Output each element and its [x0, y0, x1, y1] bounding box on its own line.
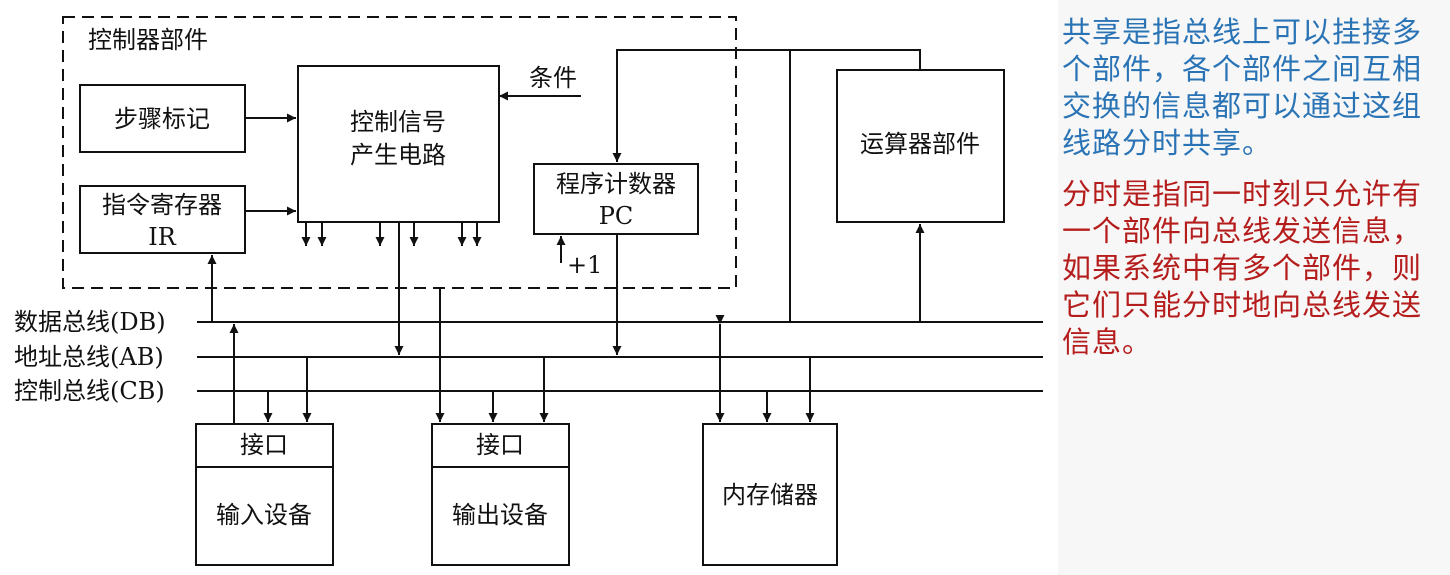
- time-sharing-explanation: 分时是指同一时刻只允许有一个部件向总线发送信息，如果系统中有多个部件，则它们只能…: [1062, 177, 1423, 359]
- program-counter-label: 程序计数器: [556, 170, 676, 198]
- input-device-box: [195, 466, 334, 566]
- control-circuit-label-line2: 产生电路: [350, 141, 446, 169]
- instruction-register-sublabel: IR: [148, 223, 176, 251]
- sharing-explanation: 共享是指总线上可以挂接多个部件，各个部件之间互相交换的信息都可以通过这组线路分时…: [1062, 15, 1423, 160]
- memory-box: [702, 423, 838, 566]
- address-bus-label: 地址总线(AB): [14, 343, 164, 371]
- output-device-label: 输出设备: [452, 501, 548, 529]
- data-bus-label: 数据总线(DB): [14, 308, 166, 336]
- alu-label: 运算器部件: [860, 130, 980, 158]
- increment-label: +1: [567, 251, 602, 279]
- input-interface-label: 接口: [240, 431, 288, 459]
- control-bus-label: 控制总线(CB): [14, 377, 165, 405]
- memory-label: 内存储器: [722, 481, 818, 509]
- controller-group-label: 控制器部件: [88, 26, 208, 54]
- bus-structure-diagram: 控制器部件 步骤标记 指令寄存器 IR 控制信号 产生电路 条件 程序计数器 P…: [14, 16, 1043, 566]
- control-circuit-label-line1: 控制信号: [350, 108, 446, 136]
- instruction-register-box: [79, 185, 246, 254]
- instruction-register-label: 指令寄存器: [102, 191, 222, 219]
- condition-label: 条件: [529, 64, 577, 92]
- output-device-box: [431, 466, 570, 566]
- output-interface-label: 接口: [476, 431, 524, 459]
- input-device-label: 输入设备: [216, 501, 312, 529]
- explanation-panel: 共享是指总线上可以挂接多个部件，各个部件之间互相交换的信息都可以通过这组线路分时…: [1062, 14, 1446, 375]
- step-counter-label: 步骤标记: [114, 105, 210, 133]
- program-counter-sublabel: PC: [599, 202, 634, 230]
